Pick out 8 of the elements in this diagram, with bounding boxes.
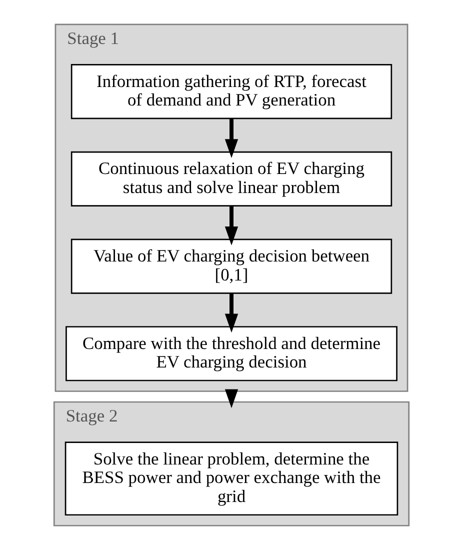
node-box: Solve the linear problem, determine the BESS power and power exchange with the grid [64, 442, 398, 516]
node-box: Compare with the threshold and determine EV charging decision [66, 326, 398, 382]
node-box: Continuous relaxation of EV charging status and solve linear problem [70, 151, 392, 206]
arrow [224, 293, 238, 333]
node-box: Value of EV charging decision between [0,1] [70, 238, 392, 294]
arrow [224, 118, 238, 158]
node-box: Information gathering of RTP, forecast of demand and PV generation [70, 64, 392, 120]
arrow [224, 206, 238, 246]
